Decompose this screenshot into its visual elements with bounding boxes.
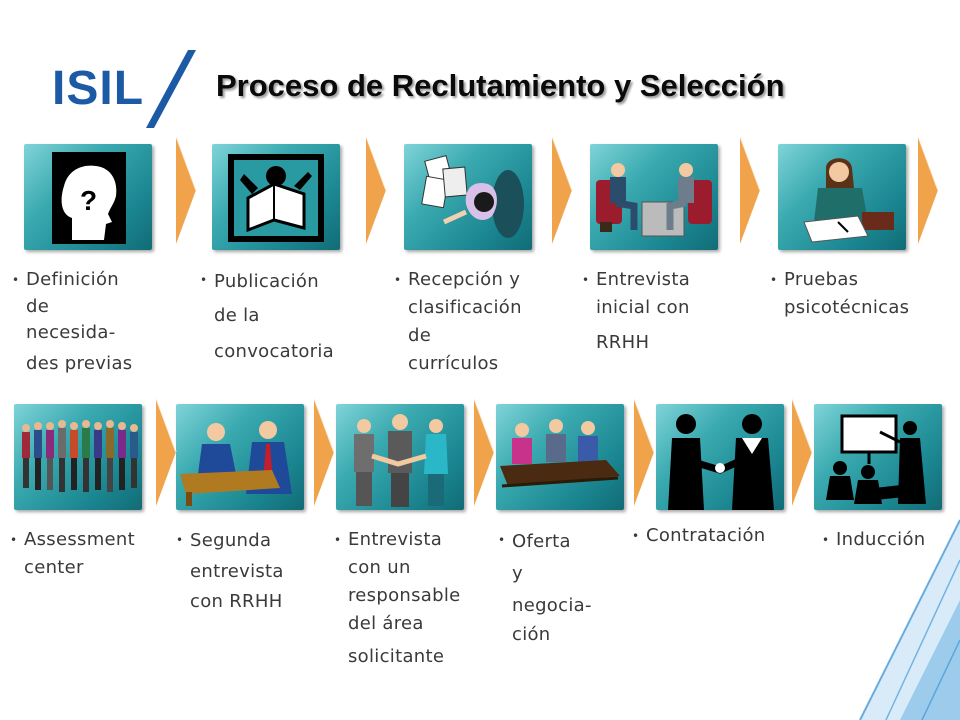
step-9-line-4: ción — [512, 624, 551, 645]
step-1-line-1: Definición — [26, 269, 119, 290]
svg-text:?: ? — [80, 185, 97, 216]
tile-step-4 — [590, 144, 718, 250]
step-3-line-4: currículos — [408, 353, 499, 374]
step-3-line-2: clasificación — [408, 297, 522, 318]
step-label-6: •Assessment center — [10, 526, 135, 582]
step-7-line-1: Segunda — [190, 530, 272, 551]
group-people-icon — [22, 420, 138, 492]
step-8-line-3: responsable — [348, 585, 461, 606]
step-label-9: •Oferta y negocia- ción — [498, 526, 592, 648]
step-6-line-1: Assessment — [24, 529, 135, 550]
page-title: Proceso de Reclutamiento y Selección — [216, 68, 785, 103]
step-3-line-3: de — [408, 325, 432, 346]
step-2-line-3: convocatoria — [214, 341, 335, 362]
step-9-line-3: negocia- — [512, 595, 592, 616]
step-5-line-1: Pruebas — [784, 269, 859, 290]
step-9-line-1: Oferta — [512, 531, 571, 552]
step-5-line-2: psicotécnicas — [784, 297, 910, 318]
step-7-line-2: entrevista — [190, 561, 284, 582]
tile-step-3 — [404, 144, 532, 250]
tile-step-11 — [814, 404, 942, 510]
step-label-2: •Publicación de la convocatoria — [200, 266, 334, 370]
resume-sorting-icon — [421, 155, 524, 238]
tile-step-9 — [496, 404, 624, 510]
step-8-line-4: del área — [348, 613, 424, 634]
newspaper-reader-icon — [228, 154, 324, 242]
step-7-line-3: con RRHH — [190, 591, 283, 612]
isil-logo: ISIL — [52, 50, 196, 128]
handshake-group-icon — [354, 414, 448, 507]
step-label-5: •Pruebas psicotécnicas — [770, 266, 909, 322]
step-8-line-5: solicitante — [348, 646, 445, 667]
step-10-line-1: Contratación — [646, 525, 766, 546]
tile-step-6 — [14, 404, 142, 510]
step-1-line-2: de — [26, 296, 50, 317]
step-9-line-2: y — [512, 563, 523, 584]
step-label-11: •Inducción — [822, 526, 925, 554]
arrow-right-icon — [738, 136, 762, 244]
step-11-line-1: Inducción — [836, 529, 926, 550]
desk-meeting-icon — [180, 421, 292, 506]
step-4-line-2: inicial con — [596, 297, 690, 318]
arrow-right-icon — [154, 398, 178, 506]
step-1-line-4: des previas — [26, 353, 133, 374]
arrow-right-icon — [550, 136, 574, 244]
step-4-line-3: RRHH — [596, 332, 650, 353]
decorative-stripes — [859, 519, 960, 720]
step-3-line-1: Recepción y — [408, 269, 521, 290]
arrow-right-icon — [174, 136, 198, 244]
step-label-8: •Entrevista con un responsable del área … — [334, 526, 461, 676]
step-label-4: •Entrevista inicial con RRHH — [582, 266, 690, 364]
arrow-right-icon — [916, 136, 940, 244]
arrow-right-icon — [472, 398, 496, 506]
tile-step-8 — [336, 404, 464, 510]
presentation-icon — [826, 414, 926, 504]
question-head-icon: ? — [52, 152, 126, 244]
tile-step-5 — [778, 144, 906, 250]
arrow-right-icon — [364, 136, 388, 244]
tile-step-2 — [212, 144, 340, 250]
step-1-line-3: necesida- — [26, 322, 116, 343]
step-4-line-1: Entrevista — [596, 269, 691, 290]
writing-test-icon — [803, 158, 894, 243]
interview-icon — [596, 163, 712, 237]
arrow-right-icon — [790, 398, 814, 506]
step-label-10: •Contratación — [632, 522, 765, 550]
handshake-icon — [668, 414, 774, 510]
tile-step-10 — [656, 404, 784, 510]
tile-step-7 — [176, 404, 304, 510]
step-2-line-2: de la — [214, 305, 260, 326]
step-label-3: •Recepción y clasificación de currículos — [394, 266, 522, 378]
step-2-line-1: Publicación — [214, 271, 319, 292]
negotiation-table-icon — [500, 419, 620, 488]
tile-step-1: ? — [24, 144, 152, 250]
step-6-line-2: center — [24, 557, 84, 578]
arrow-right-icon — [632, 398, 656, 506]
arrow-right-icon — [312, 398, 336, 506]
step-8-line-2: con un — [348, 557, 411, 578]
step-8-line-1: Entrevista — [348, 529, 443, 550]
step-label-7: •Segunda entrevista con RRHH — [176, 526, 284, 616]
svg-text:ISIL: ISIL — [52, 62, 144, 115]
step-label-1: •Definición de necesida- des previas — [12, 266, 132, 382]
